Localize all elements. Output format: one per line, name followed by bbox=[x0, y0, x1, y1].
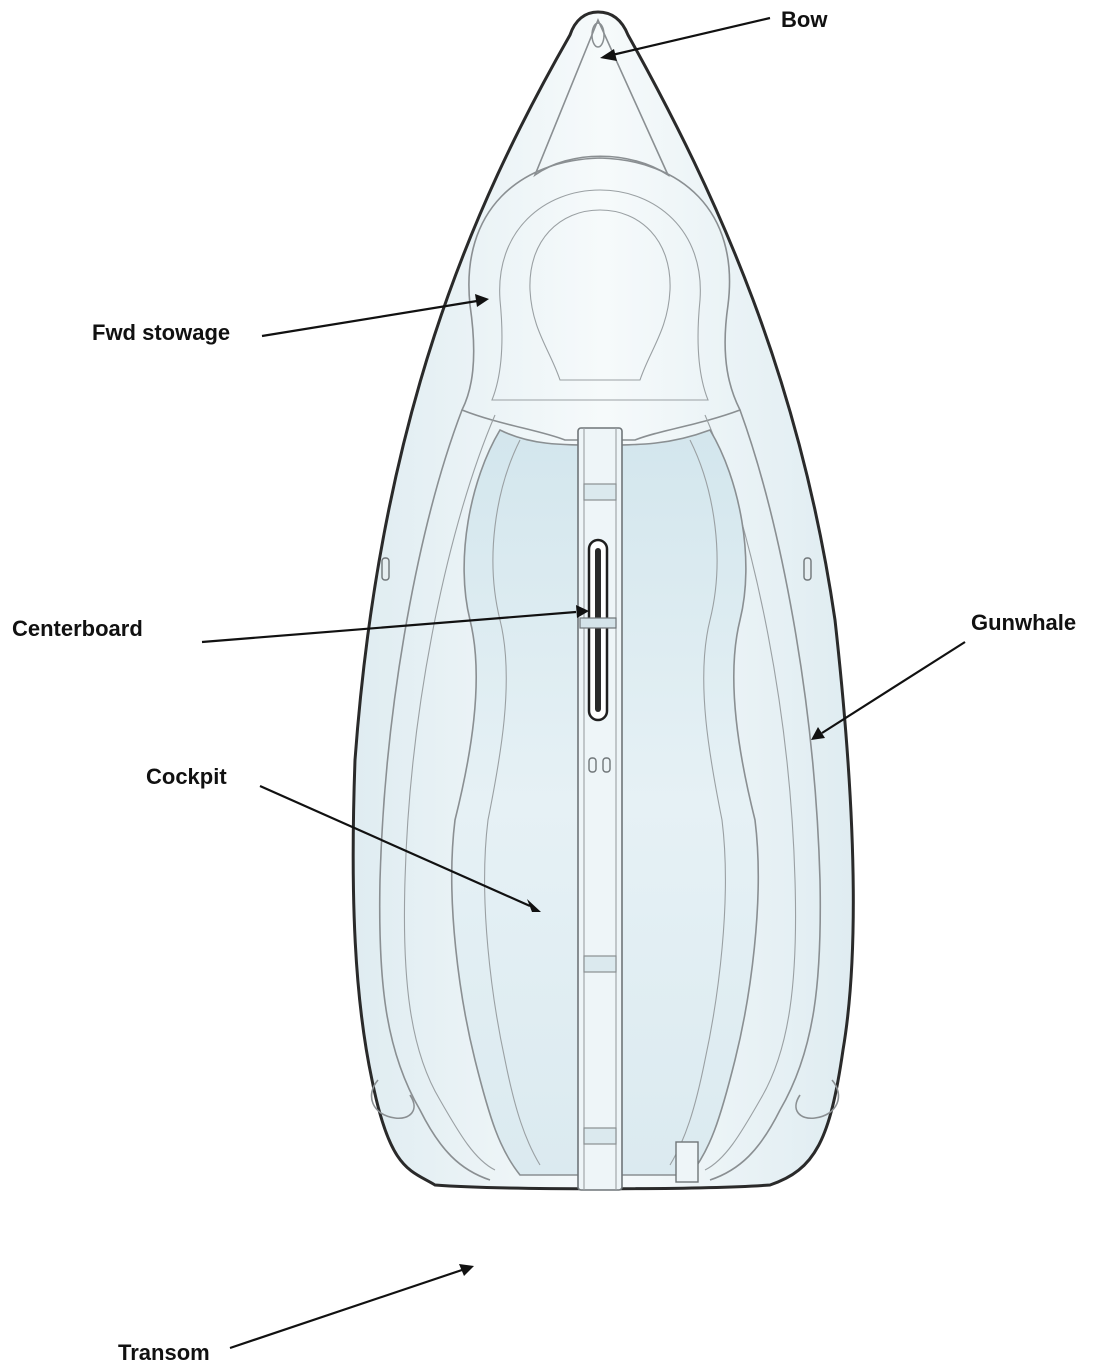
starboard-cleat bbox=[804, 558, 811, 580]
leader-gunwhale bbox=[822, 642, 965, 733]
label-centerboard: Centerboard bbox=[12, 616, 143, 641]
transom-box bbox=[676, 1142, 698, 1182]
label-cockpit: Cockpit bbox=[146, 764, 227, 789]
callout-gunwhale: Gunwhale bbox=[811, 610, 1076, 740]
trunk-step-mid bbox=[584, 956, 616, 972]
callout-transom: Transom bbox=[118, 1264, 474, 1365]
callout-fwd-stowage: Fwd stowage bbox=[92, 294, 489, 345]
centerboard-pin bbox=[580, 618, 616, 628]
port-cleat bbox=[382, 558, 389, 580]
label-gunwhale: Gunwhale bbox=[971, 610, 1076, 635]
label-bow: Bow bbox=[781, 7, 828, 32]
leader-bow bbox=[612, 18, 770, 55]
label-fwd-stowage: Fwd stowage bbox=[92, 320, 230, 345]
centerboard-blade bbox=[595, 548, 601, 712]
leader-transom bbox=[230, 1270, 462, 1348]
label-transom: Transom bbox=[118, 1340, 210, 1365]
trunk-step-top bbox=[584, 484, 616, 500]
trunk-step-aft bbox=[584, 1128, 616, 1144]
hull bbox=[353, 12, 853, 1190]
